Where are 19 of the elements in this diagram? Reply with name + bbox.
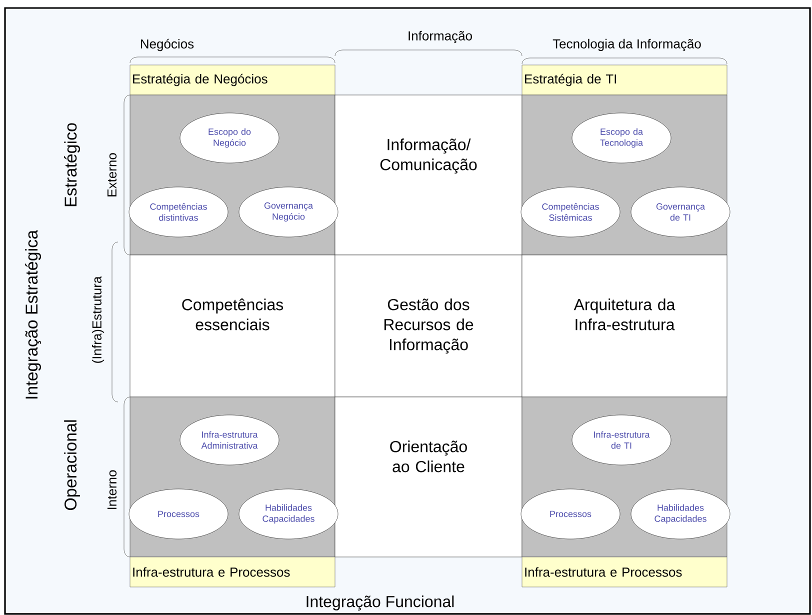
- row-label: (Infra)Estrutura: [92, 276, 104, 363]
- quadrant-cell: Gestão dos Recursos de Informação: [334, 254, 522, 398]
- header-box: Estratégia de TI: [522, 64, 728, 96]
- row-label: Interno: [107, 470, 117, 510]
- header-box: Estratégia de Negócios: [130, 64, 336, 96]
- quadrant-cell: Competências essenciais: [130, 254, 336, 398]
- row-label: Estratégico: [64, 123, 80, 206]
- axis-label: Integração Funcional: [306, 596, 454, 610]
- row-label: Operacional: [64, 420, 80, 510]
- column-label: Negócios: [140, 38, 194, 52]
- row-label: Externo: [107, 153, 117, 196]
- quadrant-cell: Arquitetura da Infra-estrutura: [522, 254, 728, 398]
- quadrant-cell: Orientação ao Cliente: [334, 396, 522, 558]
- quadrant-cell: Informação/ Comunicação: [334, 94, 522, 256]
- axis-label: Integração Estratégica: [24, 230, 42, 398]
- column-label: Tecnologia da Informação: [552, 38, 701, 52]
- column-label: Informação: [408, 30, 472, 44]
- header-box: Infra-estrutura e Processos: [130, 556, 336, 588]
- header-box: Infra-estrutura e Processos: [522, 556, 728, 588]
